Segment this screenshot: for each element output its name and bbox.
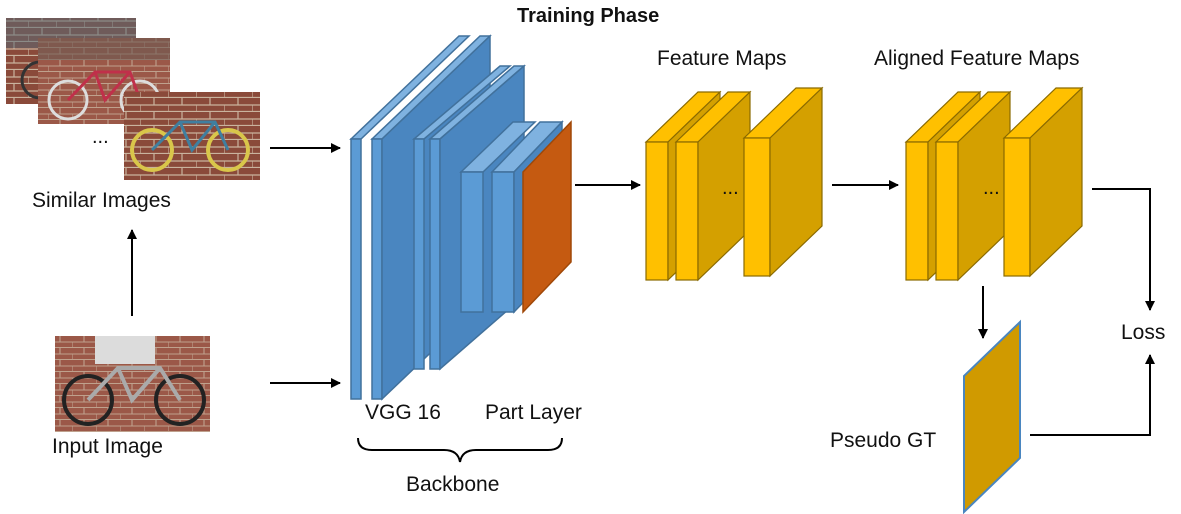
- vgg16-label: VGG 16: [365, 401, 441, 424]
- aligned-feature-maps-label: Aligned Feature Maps: [874, 47, 1080, 70]
- similar-images-ellipsis: ...: [92, 126, 109, 148]
- aligned-feature-maps-block: [904, 86, 1084, 282]
- backbone-brace: [357, 437, 563, 463]
- pseudo-gt-label: Pseudo GT: [830, 429, 937, 452]
- feature-maps-ellipsis: ...: [722, 177, 739, 199]
- similar-image-3: [124, 92, 260, 180]
- backbone-label: Backbone: [406, 473, 500, 496]
- feature-maps-label: Feature Maps: [657, 47, 787, 70]
- pseudo-gt-map: [963, 319, 1021, 514]
- arrow-pseudo-gt-to-loss: [1030, 354, 1155, 436]
- diagram-title: Training Phase: [517, 5, 660, 27]
- part-layer-block: [459, 120, 572, 314]
- aligned-feature-maps-ellipsis: ...: [983, 177, 1000, 199]
- loss-label: Loss: [1121, 321, 1166, 344]
- similar-image-2: [38, 38, 170, 124]
- part-layer-label: Part Layer: [485, 401, 582, 424]
- similar-images-stack: [6, 18, 260, 180]
- input-image: [55, 336, 210, 432]
- arrow-aligned-to-loss: [1092, 188, 1155, 311]
- input-image-label: Input Image: [52, 435, 163, 458]
- feature-maps-block: [644, 86, 824, 282]
- similar-images-label: Similar Images: [32, 189, 171, 212]
